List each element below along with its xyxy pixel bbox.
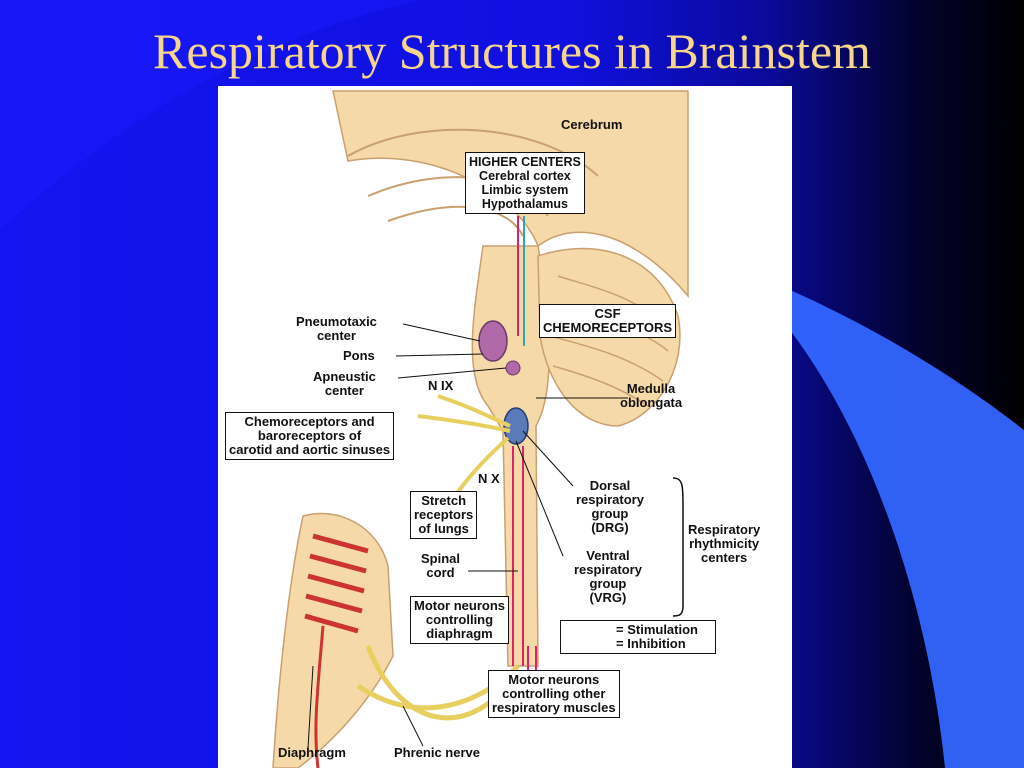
drg-line3: group [591, 506, 629, 521]
stretch-line1: Stretch [421, 493, 467, 508]
higher-centers-title: HIGHER CENTERS [469, 155, 581, 169]
apneustic-line1: Apneustic [313, 369, 376, 384]
label-drg: Dorsal respiratory group (DRG) [576, 479, 644, 535]
label-vrg: Ventral respiratory group (VRG) [574, 549, 642, 605]
label-apneustic-center: Apneustic center [313, 370, 376, 398]
legend-inhibition: = Inhibition [564, 637, 712, 651]
spinal-line2: cord [426, 565, 455, 580]
label-diaphragm: Diaphragm [278, 745, 346, 760]
drg-line4: (DRG) [591, 520, 629, 535]
rhythmicity-line2: rhythmicity [689, 536, 760, 551]
label-n-x: N X [478, 471, 500, 486]
box-higher-centers: HIGHER CENTERS Cerebral cortex Limbic sy… [465, 152, 585, 214]
vrg-line3: group [589, 576, 627, 591]
pneumotaxic-line1: Pneumotaxic [296, 314, 377, 329]
rhythmicity-line3: centers [701, 550, 748, 565]
medulla-line1: Medulla [626, 381, 676, 396]
higher-centers-line2: Limbic system [481, 183, 569, 197]
apneustic-line2: center [324, 383, 364, 398]
vrg-line2: respiratory [574, 562, 642, 577]
label-rhythmicity-centers: Respiratory rhythmicity centers [688, 523, 760, 565]
stretch-line3: of lungs [418, 521, 469, 536]
drg-line2: respiratory [576, 492, 644, 507]
higher-centers-line3: Hypothalamus [481, 197, 568, 211]
spinal-line1: Spinal [421, 551, 461, 566]
medulla-line2: oblongata [620, 395, 683, 410]
box-motor-neurons-diaphragm: Motor neurons controlling diaphragm [410, 596, 509, 644]
csf-line1: CSF [594, 306, 621, 321]
legend-stimulation: = Stimulation [564, 623, 712, 637]
legend-box: = Stimulation = Inhibition [560, 620, 716, 654]
vrg-line1: Ventral [586, 548, 630, 563]
chemo-baro-line1: Chemoreceptors and [244, 414, 375, 429]
csf-line2: CHEMORECEPTORS [543, 320, 673, 335]
pneumotaxic-line2: center [316, 328, 356, 343]
motor-diaphragm-line2: controlling [425, 612, 494, 627]
rhythmicity-line1: Respiratory [688, 522, 761, 537]
chemo-baro-line2: baroreceptors of [257, 428, 362, 443]
box-stretch-receptors: Stretch receptors of lungs [410, 491, 478, 539]
motor-other-line3: respiratory muscles [492, 700, 616, 715]
label-n-ix: N IX [428, 378, 454, 393]
label-cerebrum: Cerebrum [561, 117, 623, 132]
box-csf-chemoreceptors: CSF CHEMORECEPTORS [539, 304, 677, 338]
box-motor-neurons-other: Motor neurons controlling other respirat… [488, 670, 620, 718]
slide-title: Respiratory Structures in Brainstem [153, 23, 871, 79]
motor-other-line1: Motor neurons [508, 672, 600, 687]
label-phrenic-nerve: Phrenic nerve [394, 745, 480, 760]
chemo-baro-line3: carotid and aortic sinuses [229, 442, 391, 457]
stretch-line2: receptors [414, 507, 474, 522]
label-pneumotaxic-center: Pneumotaxic center [296, 315, 377, 343]
higher-centers-line1: Cerebral cortex [479, 169, 571, 183]
legend-inhibition-label: = Inhibition [616, 636, 686, 651]
label-medulla-oblongata: Medulla oblongata [620, 382, 682, 410]
box-chemoreceptors-baroreceptors: Chemoreceptors and baroreceptors of caro… [225, 412, 395, 460]
diagram-panel: Cerebrum HIGHER CENTERS Cerebral cortex … [218, 86, 792, 768]
motor-diaphragm-line3: diaphragm [426, 626, 493, 641]
motor-diaphragm-line1: Motor neurons [414, 598, 505, 613]
label-spinal-cord: Spinal cord [421, 552, 460, 580]
vrg-line4: (VRG) [589, 590, 627, 605]
drg-line1: Dorsal [589, 478, 631, 493]
motor-other-line2: controlling other [502, 686, 606, 701]
label-pons: Pons [343, 348, 375, 363]
legend-stimulation-label: = Stimulation [616, 622, 698, 637]
